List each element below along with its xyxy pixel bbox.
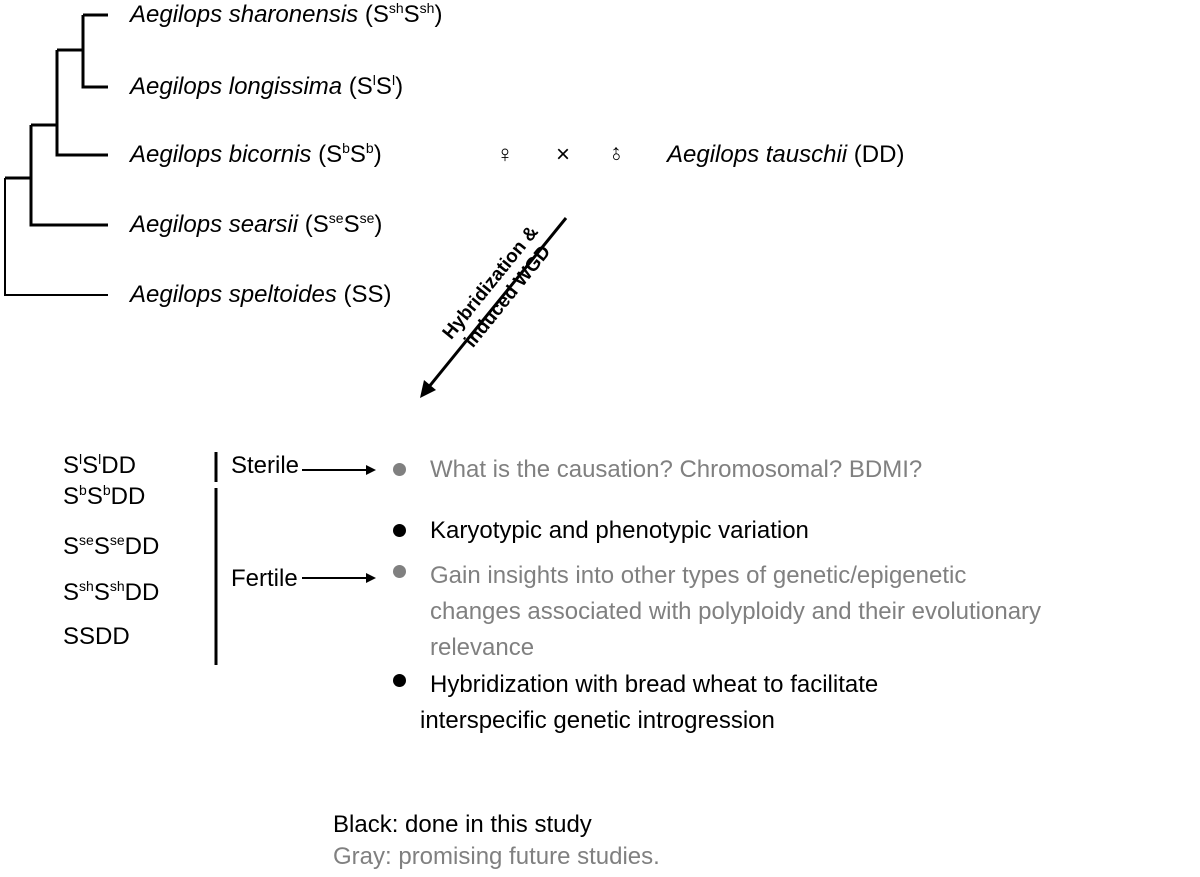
species-speltoides: Aegilops speltoides (SS) <box>130 281 392 308</box>
cross-symbol: × <box>556 141 571 168</box>
fertile-item-1: Karyotypic and phenotypic variation <box>430 517 809 544</box>
branch-searsii <box>29 123 108 227</box>
species-bicornis: Aegilops bicornis (SbSb) <box>130 140 382 168</box>
legend-black: Black: done in this study <box>333 811 592 838</box>
branch-sharonensis-longissima <box>81 13 108 89</box>
sterile-arrow <box>302 465 376 475</box>
genome-sse: SseSseDD <box>63 532 160 560</box>
black-bullet <box>393 674 406 687</box>
female-symbol: ♀ <box>496 141 514 168</box>
hybridization-arrow <box>420 217 568 398</box>
fertile-arrow <box>302 573 376 583</box>
species-longissima: Aegilops longissima (SlSl) <box>130 72 404 100</box>
fertile-item-3: Hybridization with bread wheat to facili… <box>420 671 879 734</box>
gray-bullet <box>393 463 406 476</box>
sterile-label: Sterile <box>231 452 300 479</box>
branch-speltoides <box>4 178 108 296</box>
gray-bullet <box>393 565 406 578</box>
genome-ssdd: SSDD <box>63 623 130 650</box>
genome-sb: SbSbDD <box>63 482 146 510</box>
sterile-item: What is the causation? Chromosomal? BDMI… <box>430 456 923 483</box>
genome-ssh: SshSshDD <box>63 578 160 606</box>
species-searsii: Aegilops searsii (SseSse) <box>130 210 383 238</box>
species-tauschii: Aegilops tauschii (DD) <box>667 141 905 168</box>
branch-bicornis <box>55 48 108 157</box>
genome-sl: SlSlDD <box>63 451 136 479</box>
phylogenetic-tree <box>4 13 108 296</box>
species-sharonensis: Aegilops sharonensis (SshSsh) <box>130 0 443 28</box>
black-bullet <box>393 524 406 537</box>
fertile-label: Fertile <box>231 565 298 592</box>
fertile-item-2: Gain insights into other types of geneti… <box>430 562 1042 661</box>
legend-gray: Gray: promising future studies. <box>333 843 660 870</box>
